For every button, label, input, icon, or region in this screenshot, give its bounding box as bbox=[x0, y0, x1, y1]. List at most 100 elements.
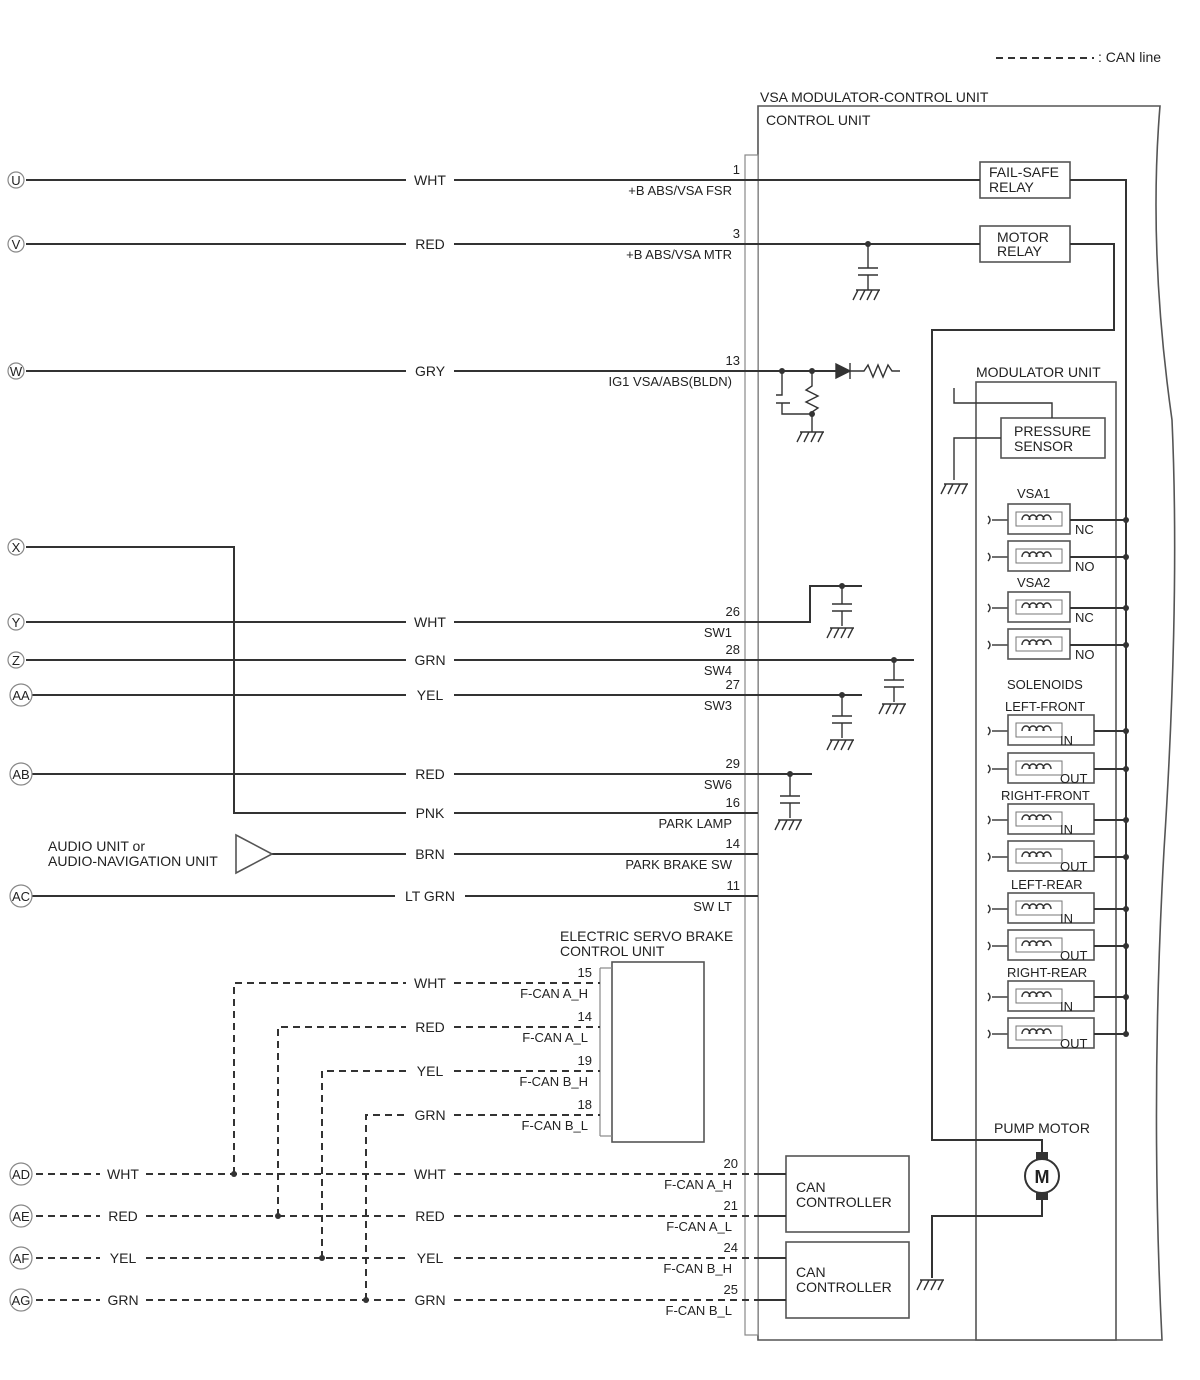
solenoid-port-label: OUT bbox=[1060, 948, 1088, 963]
connector-label-w: W bbox=[10, 364, 23, 379]
pin-signal-esb2: F-CAN A_L bbox=[522, 1030, 588, 1045]
connector-ag bbox=[9, 1288, 33, 1312]
pin-number-pnk: 16 bbox=[726, 795, 740, 810]
junction-dot bbox=[1123, 728, 1129, 734]
wire-color-ab: RED bbox=[415, 766, 445, 782]
wire-color-w: GRY bbox=[415, 363, 446, 379]
junction-dot bbox=[809, 411, 815, 417]
vsa1-label: VSA1 bbox=[1017, 486, 1050, 501]
legend-can-line-label: : CAN line bbox=[1098, 49, 1161, 65]
pump-motor-return bbox=[931, 1200, 1043, 1278]
pin-number-y: 26 bbox=[726, 604, 740, 619]
audio-unit-label-1: AUDIO UNIT or bbox=[48, 838, 145, 854]
esb-unit-label-1: ELECTRIC SERVO BRAKE bbox=[560, 928, 733, 944]
connector-ad bbox=[9, 1162, 33, 1186]
solenoid-port-label: IN bbox=[1060, 999, 1073, 1014]
pin-3-capacitor bbox=[858, 244, 878, 290]
pin-number-esb2: 14 bbox=[578, 1009, 592, 1024]
pin-13-filter bbox=[776, 371, 820, 432]
solenoid-lead bbox=[987, 515, 991, 525]
wire-color-right-af: YEL bbox=[417, 1250, 444, 1266]
solenoid-port-label: NC bbox=[1075, 522, 1094, 537]
ground-symbol bbox=[852, 289, 880, 301]
pump-motor-brush bbox=[1036, 1152, 1048, 1160]
pin-28-capacitor bbox=[884, 660, 904, 702]
pin-signal-brn: PARK BRAKE SW bbox=[625, 857, 732, 872]
can-wire-esb4 bbox=[365, 1114, 406, 1300]
ground-symbol bbox=[774, 819, 802, 831]
pin-number-esb3: 19 bbox=[578, 1053, 592, 1068]
ground-symbol bbox=[878, 703, 906, 715]
solenoid-lead bbox=[987, 852, 991, 862]
wire-color-y: WHT bbox=[414, 614, 446, 630]
solenoid-coil-inner bbox=[1015, 988, 1063, 1004]
junction-dot bbox=[779, 368, 785, 374]
wire-color-z: GRN bbox=[414, 652, 445, 668]
solenoid-coil-inner bbox=[1015, 511, 1063, 527]
can-controller-b-label-2: CONTROLLER bbox=[796, 1279, 892, 1295]
pin-signal-aa: SW3 bbox=[704, 698, 732, 713]
solenoid-lead bbox=[987, 552, 991, 562]
connector-label-ae: AE bbox=[12, 1209, 30, 1224]
solenoid-winding bbox=[1021, 851, 1052, 858]
can-controller-a bbox=[785, 1155, 910, 1233]
wire-color-left-ad: WHT bbox=[107, 1166, 139, 1182]
connector-label-ac: AC bbox=[12, 889, 30, 904]
motor-relay bbox=[979, 225, 1071, 263]
vsa2-label: VSA2 bbox=[1017, 575, 1050, 590]
pin-signal-ab: SW6 bbox=[704, 777, 732, 792]
junction-dot bbox=[1123, 766, 1129, 772]
pin-signal-esb1: F-CAN A_H bbox=[520, 986, 588, 1001]
fail-safe-relay-bus bbox=[1070, 179, 1127, 1034]
connector-ac bbox=[9, 884, 33, 908]
pin-number-z: 28 bbox=[726, 642, 740, 657]
pin-number-aa: 27 bbox=[726, 677, 740, 692]
pin-29-capacitor bbox=[780, 774, 800, 818]
junction-dot bbox=[1123, 1031, 1129, 1037]
connector-label-af: AF bbox=[13, 1251, 30, 1266]
connector-w bbox=[7, 362, 25, 380]
pump-motor-symbol bbox=[1024, 1158, 1060, 1194]
connector-ab bbox=[9, 762, 33, 786]
pin-signal-w: IG1 VSA/ABS(BLDN) bbox=[608, 374, 732, 389]
ground-symbol bbox=[826, 627, 854, 639]
junction-dot bbox=[1123, 554, 1129, 560]
wire-color-brn: BRN bbox=[415, 846, 445, 862]
pin-signal-pnk: PARK LAMP bbox=[659, 816, 732, 831]
ground-symbol bbox=[940, 483, 968, 495]
junction-dot bbox=[1123, 817, 1129, 823]
solenoid-winding bbox=[1021, 514, 1052, 521]
connector-af bbox=[9, 1246, 33, 1270]
connector-label-y: Y bbox=[12, 615, 21, 630]
connector-v bbox=[7, 235, 25, 253]
solenoid-port-label: NO bbox=[1075, 559, 1095, 574]
pump-motor-m-letter: M bbox=[1035, 1167, 1050, 1187]
junction-dot bbox=[1123, 994, 1129, 1000]
junction-dot bbox=[1123, 517, 1129, 523]
pin-signal-esb3: F-CAN B_H bbox=[519, 1074, 588, 1089]
solenoid-winding bbox=[1021, 763, 1052, 770]
junction-dot bbox=[1123, 605, 1129, 611]
right-rear-label: RIGHT-REAR bbox=[1007, 965, 1087, 980]
solenoid-winding bbox=[1021, 940, 1052, 947]
pump-motor-brush bbox=[1036, 1192, 1048, 1200]
pin-signal-ad: F-CAN A_H bbox=[664, 1177, 732, 1192]
pin-signal-af: F-CAN B_H bbox=[663, 1261, 732, 1276]
solenoid-coil-inner bbox=[1015, 548, 1063, 564]
pin-number-u: 1 bbox=[733, 162, 740, 177]
pin-signal-z: SW4 bbox=[704, 663, 732, 678]
junction-dot bbox=[891, 657, 897, 663]
solenoid-port-label: NC bbox=[1075, 610, 1094, 625]
left-front-label: LEFT-FRONT bbox=[1005, 699, 1085, 714]
pin-number-esb1: 15 bbox=[578, 965, 592, 980]
junction-dot bbox=[1123, 906, 1129, 912]
wire-color-right-ad: WHT bbox=[414, 1166, 446, 1182]
connector-z bbox=[7, 651, 25, 669]
wire-color-left-af: YEL bbox=[110, 1250, 137, 1266]
audio-unit-label-2: AUDIO-NAVIGATION UNIT bbox=[48, 853, 218, 869]
pin-signal-esb4: F-CAN B_L bbox=[522, 1118, 588, 1133]
motor-relay-label-1: MOTOR bbox=[997, 229, 1049, 245]
